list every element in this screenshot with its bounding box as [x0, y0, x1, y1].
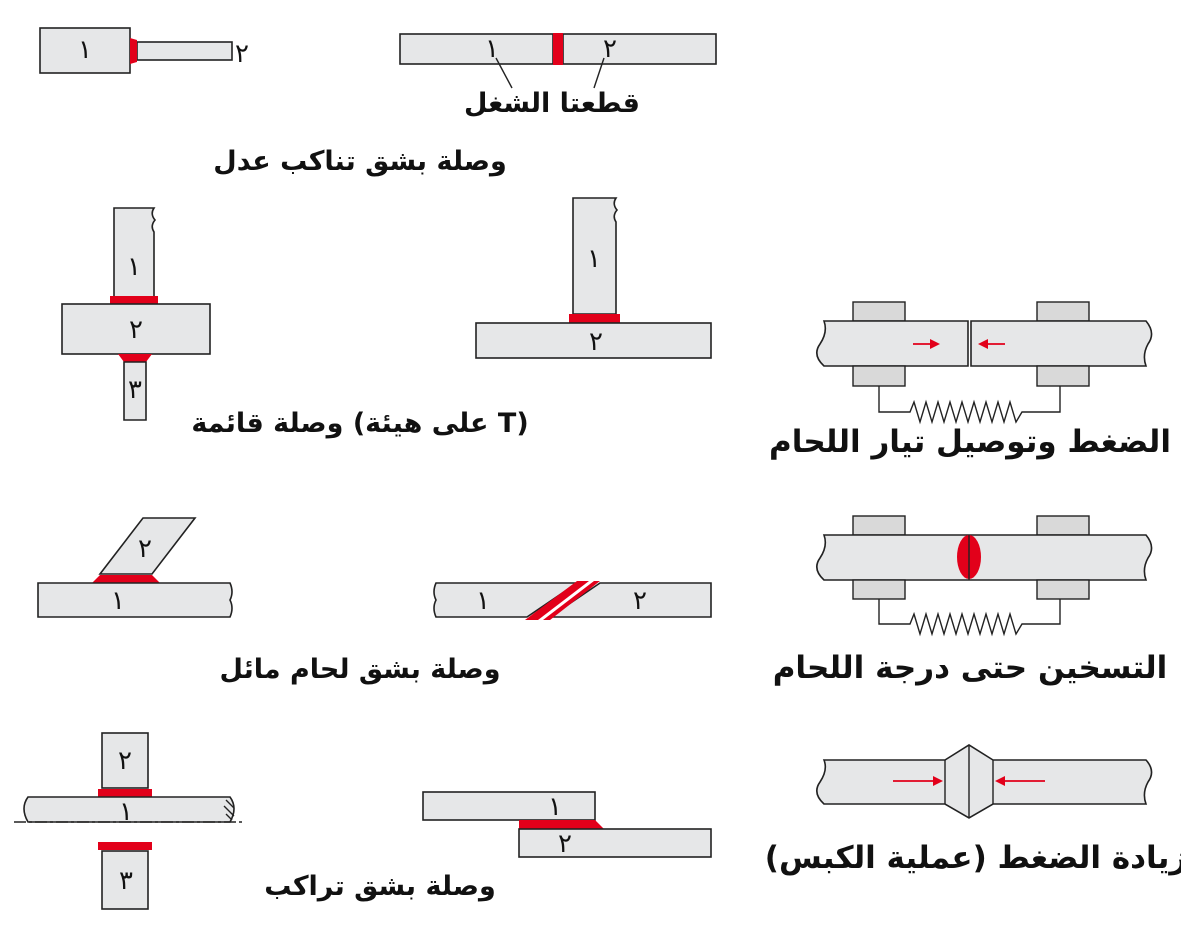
workpiece-2	[518, 828, 712, 858]
workpiece-1	[572, 197, 619, 315]
workpiece-2	[98, 517, 197, 575]
t-joint-single: ١ ٢	[475, 197, 712, 359]
clamp-top-left	[852, 301, 906, 322]
workpiece-2	[101, 732, 149, 789]
upset-lines	[944, 745, 994, 818]
weld-top	[98, 789, 152, 797]
label-2: ٢	[633, 586, 647, 616]
label-2: ٢	[589, 327, 603, 357]
clamp-bottom-right	[1036, 365, 1090, 387]
workpiece-1	[422, 791, 596, 821]
butt-joint-large: ١ ٢ قطعتا الشغل	[399, 33, 717, 119]
step-heat-caption: التسخين حتى درجة اللحام	[773, 650, 1168, 686]
label-1: ١	[476, 586, 490, 616]
rod-left	[816, 320, 969, 367]
clamp-top-right	[1036, 301, 1090, 322]
bevel-joint-angled: ٢ ١	[37, 517, 233, 618]
leader-line-1	[495, 57, 513, 89]
workpiece-3	[101, 850, 149, 910]
workpiece-2	[136, 41, 233, 61]
label-2: ٢	[138, 534, 152, 564]
label-2: ٢	[235, 39, 249, 69]
step-upset-caption: زيادة الضغط (عملية الكبس)	[765, 840, 1181, 876]
workpiece-2	[562, 33, 717, 65]
arrow-left-head	[978, 339, 988, 349]
label-3: ٣	[128, 375, 142, 405]
label-2: ٢	[558, 829, 572, 859]
workpiece-1	[37, 582, 233, 618]
label-1: ١	[127, 252, 141, 282]
label-1: ١	[78, 35, 92, 65]
t-joint-double: ١ ٢ ٣	[61, 207, 211, 421]
lap-joint-overlap: ١ ٢	[422, 791, 712, 859]
workpiece-1	[113, 207, 157, 299]
weld-bottom	[98, 842, 152, 850]
weld-seam	[569, 314, 620, 323]
workpiece-2	[475, 322, 712, 359]
rod-end-hatch	[223, 799, 235, 821]
step-heating: التسخين حتى درجة اللحام	[773, 515, 1168, 686]
workpieces-caption: قطعتا الشغل	[464, 88, 640, 119]
weld-bottom	[118, 354, 152, 362]
butt-joint-caption: وصلة بشق تناكب عدل	[213, 146, 506, 177]
arrow-right-head	[930, 339, 940, 349]
rod-right	[970, 320, 1153, 367]
step-press-caption: الضغط وتوصيل تيار اللحام	[769, 424, 1171, 460]
weld-seam	[519, 820, 604, 829]
butt-joint-small: ١ ٢	[39, 27, 249, 74]
label-2: ٢	[603, 34, 617, 64]
weld-seam	[525, 581, 589, 620]
weld-seam	[92, 575, 160, 583]
rod	[816, 534, 1153, 581]
step-press-current: الضغط وتوصيل تيار اللحام	[769, 301, 1171, 460]
arrow-right-head	[933, 776, 943, 786]
label-1: ١	[485, 34, 499, 64]
workpiece-1	[433, 582, 580, 618]
clamp-top-right	[1036, 515, 1090, 536]
clamp-bottom-left	[852, 365, 906, 387]
label-1: ١	[111, 586, 125, 616]
label-3: ٣	[119, 866, 133, 896]
label-1: ١	[587, 244, 601, 274]
weld-seam	[130, 38, 137, 64]
t-joint-caption: وصلة قائمة (على هيئة T)	[191, 408, 528, 439]
lap-joint-caption: وصلة بشق تراكب	[264, 871, 496, 902]
bevel-joint-caption: وصلة بشق لحام مائل	[219, 654, 500, 685]
workpiece-2	[61, 303, 211, 355]
circuit-with-resistor	[878, 386, 1061, 425]
workpiece-1	[39, 27, 131, 74]
leader-line-2	[593, 57, 605, 89]
label-2: ٢	[118, 746, 132, 776]
lap-joint-cross: ٢ ١ ٣	[14, 732, 244, 910]
weld-seam-2	[543, 581, 600, 620]
label-1: ١	[548, 792, 562, 822]
workpiece-1	[399, 33, 554, 65]
weld-seam	[553, 33, 563, 65]
workpiece-3	[123, 361, 147, 421]
step-upsetting: زيادة الضغط (عملية الكبس)	[765, 744, 1181, 876]
label-1: ١	[119, 797, 133, 827]
weld-top	[110, 296, 158, 304]
circuit-with-resistor	[878, 599, 1061, 637]
arrow-left-head	[995, 776, 1005, 786]
clamp-top-left	[852, 515, 906, 536]
clamp-bottom-right	[1036, 579, 1090, 600]
clamp-bottom-left	[852, 579, 906, 600]
bevel-joint-scarf: ١ ٢	[433, 581, 712, 620]
label-2: ٢	[129, 315, 143, 345]
upset-rod	[816, 744, 1153, 819]
